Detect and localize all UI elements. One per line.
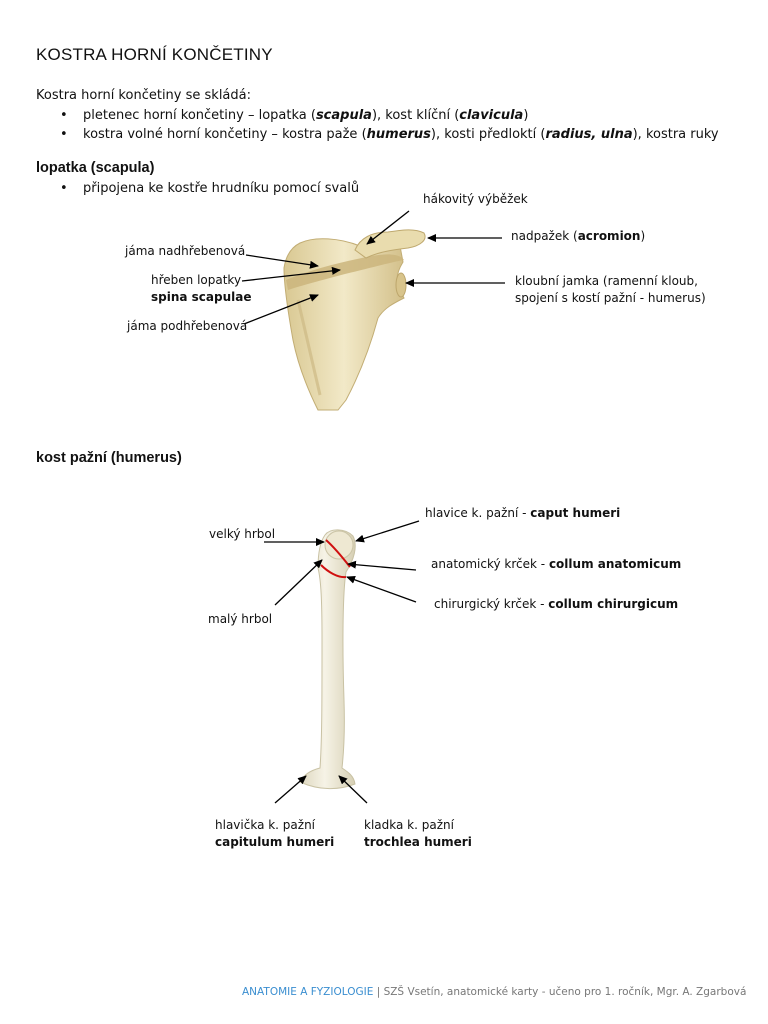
humerus-image [299, 529, 356, 790]
intro-list: pletenec horní končetiny – lopatka (scap… [60, 106, 719, 144]
label-kloubni-jamka: kloubní jamka (ramenní kloub, spojení s … [515, 274, 706, 305]
humerus-heading: kost pažní (humerus) [36, 450, 182, 466]
scapula-image [283, 229, 426, 411]
label-chirurgicky-krcek: chirurgický krček - collum chirurgicum [434, 597, 679, 611]
label-velky-hrbol: velký hrbol [209, 527, 276, 541]
label-hlavice: hlavice k. pažní - caput humeri [425, 506, 621, 520]
label-maly-hrbol: malý hrbol [208, 612, 273, 626]
label-hreben-lopatky: hřeben lopatky spina scapulae [151, 273, 252, 304]
list-item: připojena ke kostře hrudníku pomocí sval… [60, 179, 359, 198]
page-footer: ANATOMIE A FYZIOLOGIE | SZŠ Vsetín, anat… [242, 986, 747, 998]
label-jama-podhrebenova: jáma podhřebenová [127, 319, 248, 333]
label-nadpazek: nadpažek (acromion) [511, 229, 646, 243]
footer-course: ANATOMIE A FYZIOLOGIE [242, 986, 374, 998]
scapula-list: připojena ke kostře hrudníku pomocí sval… [60, 179, 359, 198]
scapula-heading: lopatka (scapula) [36, 160, 155, 176]
label-anatomicky-krcek: anatomický krček - collum anatomicum [431, 557, 682, 571]
intro-text: Kostra horní končetiny se skládá: [36, 88, 251, 103]
list-item: pletenec horní končetiny – lopatka (scap… [60, 106, 719, 125]
footer-info: SZŠ Vsetín, anatomické karty - učeno pro… [383, 986, 747, 998]
page-title: KOSTRA HORNÍ KONČETINY [36, 45, 273, 64]
label-kladka: kladka k. pažní trochlea humeri [364, 818, 472, 849]
label-hakovity-vybezek: hákovitý výběžek [423, 192, 528, 206]
label-hlavicka: hlavička k. pažní capitulum humeri [215, 818, 335, 849]
label-jama-nadhrebenova: jáma nadhřebenová [125, 244, 246, 258]
list-item: kostra volné horní končetiny – kostra pa… [60, 125, 719, 144]
